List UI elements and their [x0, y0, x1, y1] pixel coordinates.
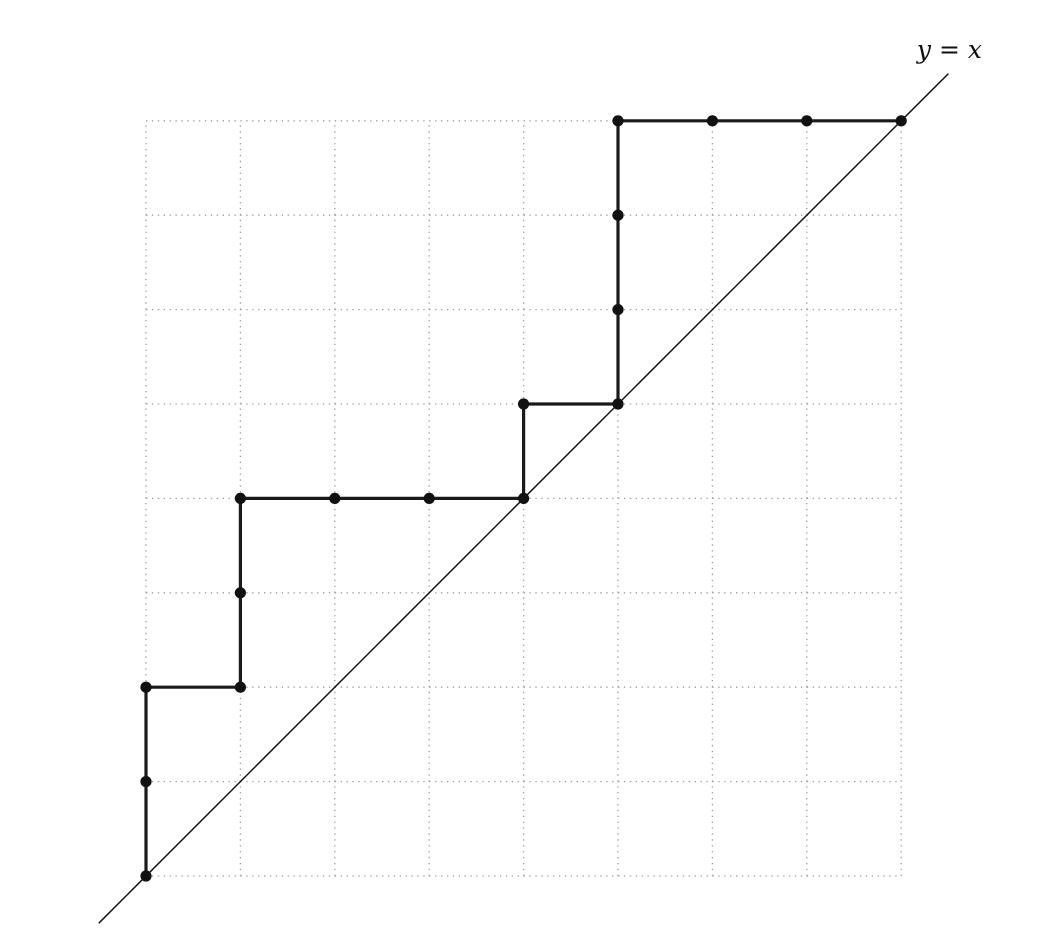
- lattice-point: [329, 492, 341, 504]
- lattice-point: [234, 681, 246, 693]
- lattice-point: [234, 587, 246, 599]
- lattice-path: [144, 119, 903, 878]
- lattice-point: [140, 681, 152, 693]
- lattice-point: [518, 398, 530, 410]
- lattice-point: [140, 870, 152, 882]
- lattice-point: [140, 776, 152, 788]
- lattice-point: [706, 115, 719, 127]
- lattice-point: [612, 398, 624, 410]
- lattice-points: [140, 115, 907, 882]
- lattice-point: [234, 492, 246, 504]
- lattice-point: [801, 115, 813, 127]
- lattice-point: [612, 304, 624, 316]
- lattice-point: [612, 115, 624, 127]
- lattice-point: [612, 209, 624, 221]
- lattice-point: [895, 115, 907, 127]
- lattice-point: [423, 492, 435, 504]
- diagonal-label: y = x: [916, 35, 982, 64]
- lattice-point: [518, 492, 530, 504]
